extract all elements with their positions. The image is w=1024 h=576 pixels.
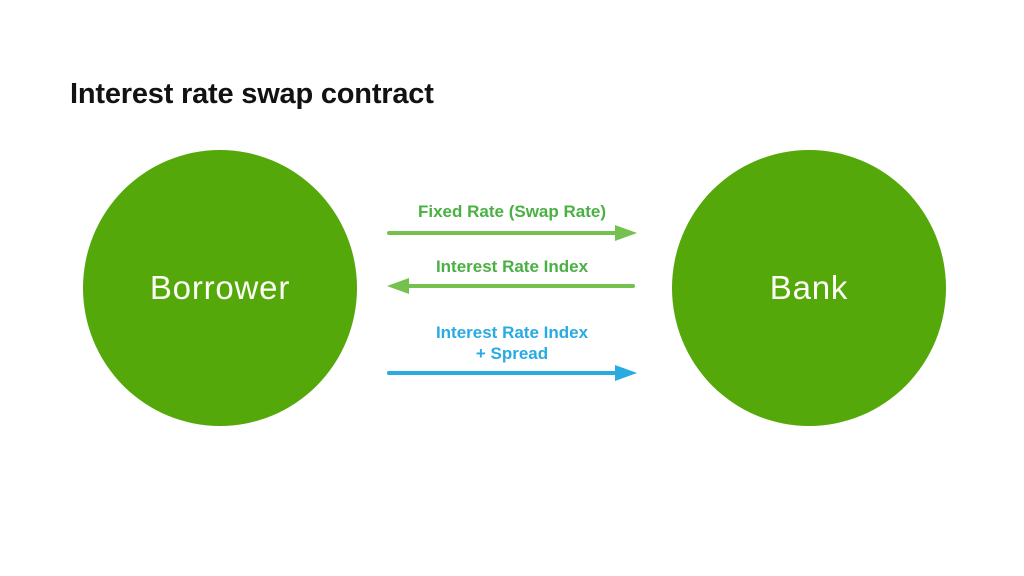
borrower-node: Borrower (83, 150, 357, 426)
index-plus-spread-flow-label-line2: + Spread (475, 344, 549, 363)
fixed-rate-arrow-right-icon (387, 225, 637, 241)
page-title: Interest rate swap contract (70, 78, 434, 110)
arrow-shaft (387, 231, 621, 235)
index-plus-spread-flow-label: Interest Rate Index + Spread (387, 322, 637, 364)
index-plus-spread-arrow-right-icon (387, 365, 637, 381)
fixed-rate-flow-label: Fixed Rate (Swap Rate) (418, 202, 606, 221)
borrower-node-label: Borrower (149, 269, 291, 306)
arrow-shaft (403, 284, 635, 288)
arrow-head (387, 278, 409, 294)
index-plus-spread-flow-label-line1: Interest Rate Index (435, 323, 589, 342)
arrow-shaft (387, 371, 621, 375)
interest-rate-index-arrow-left-icon (387, 278, 637, 294)
bank-node-label: Bank (769, 269, 849, 306)
arrow-head (615, 225, 637, 241)
interest-rate-index-flow-label: Interest Rate Index (435, 257, 589, 276)
bank-node: Bank (672, 150, 946, 426)
arrow-head (615, 365, 637, 381)
